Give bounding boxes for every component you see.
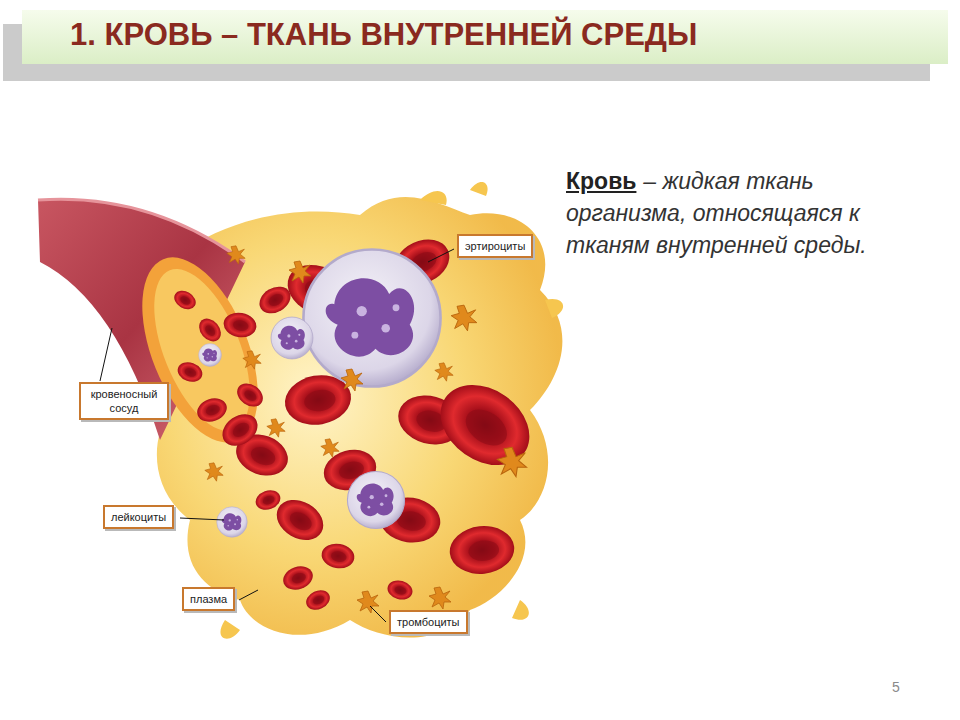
leader-lines <box>180 518 224 520</box>
erythrocytes <box>216 408 263 453</box>
callout-box: плазма <box>182 587 235 611</box>
erythrocytes <box>303 587 333 614</box>
slide-title: 1. КРОВЬ – ТКАНЬ ВНУТРЕННЕЙ СРЕДЫ <box>70 15 697 55</box>
leader-lines <box>239 590 258 600</box>
thrombocytes <box>435 363 453 381</box>
thrombocytes <box>341 369 363 391</box>
thrombocytes <box>289 261 311 283</box>
erythrocytes <box>175 359 205 385</box>
leukocytes <box>199 249 441 537</box>
callout-text: лейкоциты <box>111 511 166 523</box>
thrombocytes <box>451 305 477 331</box>
leukocytes <box>217 507 247 537</box>
callout-text: плазма <box>190 593 227 605</box>
leukocytes <box>271 317 313 359</box>
thrombocytes <box>429 587 451 609</box>
thrombocytes <box>243 351 261 369</box>
blood-vessel <box>38 199 245 262</box>
erythrocytes <box>320 541 357 571</box>
plasma-splash <box>220 182 563 639</box>
erythrocytes <box>171 231 545 614</box>
thrombocytes <box>205 463 223 481</box>
erythrocytes <box>253 487 283 513</box>
leader-lines <box>100 249 454 622</box>
thrombocytes <box>267 419 285 437</box>
definition-text: Кровь– жидкая ткань организма, относящая… <box>566 165 911 261</box>
callout-box: эртироциты <box>457 234 533 258</box>
erythrocytes <box>425 368 545 481</box>
thrombocytes <box>321 439 339 457</box>
leukocytes <box>347 471 404 528</box>
thrombocytes <box>497 447 526 476</box>
callout-box: тромбоциты <box>389 610 468 634</box>
callout-text: эртироциты <box>465 240 525 252</box>
erythrocytes <box>255 281 296 318</box>
thrombocytes <box>205 246 527 613</box>
erythrocytes <box>447 523 516 577</box>
callout-text: тромбоциты <box>397 616 460 628</box>
blood-vessel <box>119 241 281 459</box>
erythrocytes <box>171 287 199 313</box>
callout-box: кровеносный сосуд <box>79 382 169 420</box>
leukocytes <box>199 344 222 367</box>
thrombocytes <box>227 246 245 264</box>
leader-lines <box>100 328 112 381</box>
page-number: 5 <box>892 679 900 695</box>
thrombocytes <box>357 591 379 613</box>
blood-vessel <box>38 199 281 459</box>
erythrocytes <box>222 310 259 340</box>
definition-term: Кровь <box>566 168 636 194</box>
leader-lines <box>370 606 386 622</box>
erythrocytes <box>385 578 414 603</box>
erythrocytes <box>194 394 230 425</box>
callout-box: лейкоциты <box>103 505 174 529</box>
erythrocytes <box>280 562 316 593</box>
callout-text: кровеносный сосуд <box>91 388 158 414</box>
erythrocytes <box>195 314 226 345</box>
erythrocytes <box>233 379 268 412</box>
leader-lines <box>428 249 454 262</box>
leukocytes <box>303 249 440 386</box>
